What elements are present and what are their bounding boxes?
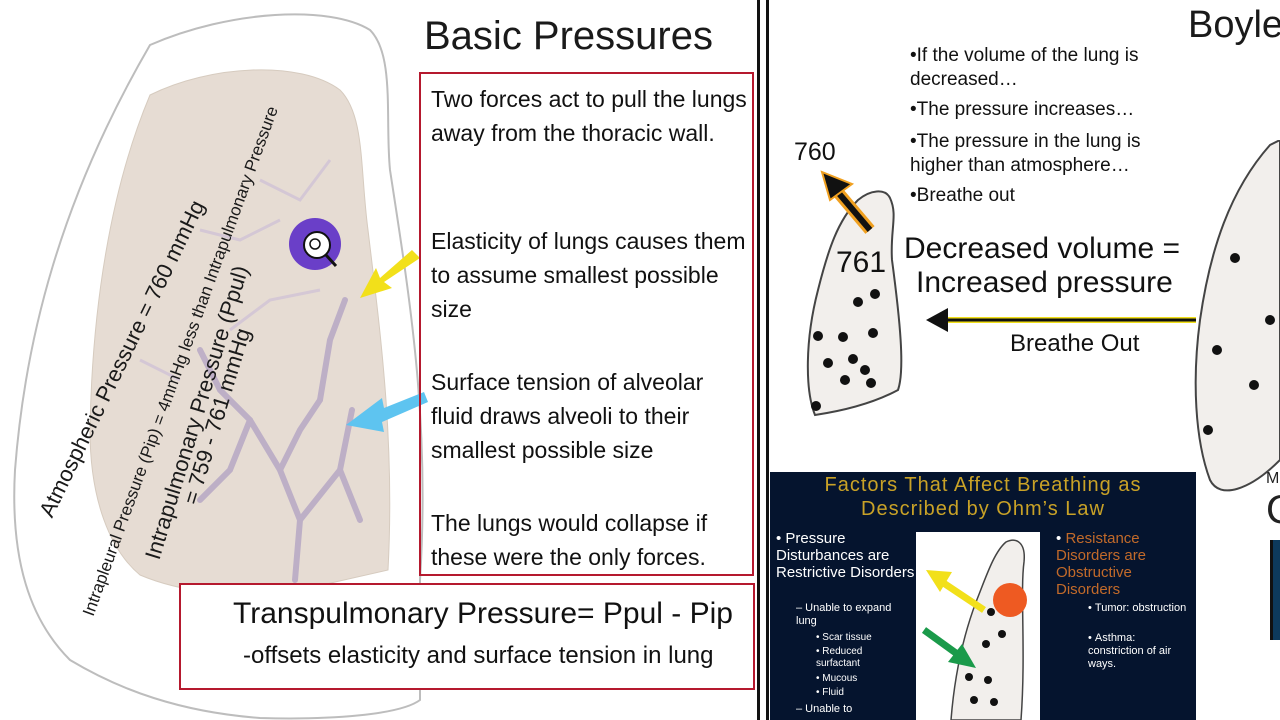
ohm-left-item-2: • Reduced surfactant (816, 646, 863, 669)
panel-divider-right (766, 0, 769, 720)
ohm-left-item-3: • Mucous (816, 673, 858, 684)
small-lung-dots (811, 289, 880, 411)
ohm-left-heading: • Pressure Disturbances are Restrictive … (776, 530, 915, 581)
forces-paragraph-2: Elasticity of lungs causes them to assum… (431, 228, 746, 322)
large-lung-dots (1203, 253, 1275, 435)
pressure-761-label: 761 (836, 246, 887, 279)
transpulmonary-panel (179, 583, 755, 690)
left-lung-diagram (13, 13, 428, 720)
forces-panel (419, 72, 754, 576)
ohm-left-sub-1: – Unable to expand lung (796, 602, 892, 627)
bullet-item-3: •The pressure in the lung is higher than… (910, 131, 1141, 176)
ohm-right-item-1: • Tumor: obstruction (1088, 602, 1187, 614)
exhale-arrow-head (820, 170, 855, 202)
pressure-760-label: 760 (794, 138, 836, 166)
ohms-law-inset: Factors That Affect Breathing as Describ… (770, 472, 1196, 720)
increased-pressure-text: Increased pressure (916, 266, 1173, 299)
yellow-arrow (360, 250, 420, 298)
ohm-right-heading: • Resistance Disorders are Obstructive D… (1056, 530, 1147, 598)
ohm-left-sub-2: – Unable to (796, 703, 853, 715)
panel-divider-left (757, 0, 760, 720)
breathe-out-label: Breathe Out (1010, 330, 1140, 357)
breathe-out-arrow-head (926, 308, 948, 332)
transpulmonary-note: -offsets elasticity and surface tension … (243, 642, 714, 669)
decreased-volume-text: Decreased volume = (904, 232, 1180, 265)
bullet-item-1: •If the volume of the lung is decreased… (910, 45, 1139, 90)
blue-arrow (346, 392, 428, 432)
bronchial-tree (197, 297, 363, 583)
ohm-title-line-1: Factors That Affect Breathing as (824, 474, 1142, 496)
bullet-item-2: •The pressure increases… (910, 99, 1135, 120)
edge-text-1: M (1266, 470, 1280, 487)
ohm-lung-figure (916, 532, 1040, 720)
ohm-left-item-4: • Fluid (816, 687, 844, 698)
ohm-title-line-2: Described by Ohm’s Law (861, 498, 1105, 520)
edge-text-2: C (1266, 488, 1280, 533)
large-lung-shape (1194, 140, 1280, 492)
page-title: Basic Pressures (424, 14, 713, 58)
forces-paragraph-3: Surface tension of alveolar fluid draws … (431, 369, 704, 463)
magnifier-cursor-icon (289, 218, 341, 270)
boyle-lung-diagram (806, 140, 1280, 492)
ohm-left-item-1: • Scar tissue (816, 632, 872, 643)
lung-shape (89, 69, 391, 595)
edge-device-fragment (1270, 540, 1280, 640)
transpulmonary-formula: Transpulmonary Pressure= Ppul - Pip (233, 597, 733, 630)
ohm-right-item-2: • Asthma: constriction of air ways. (1088, 632, 1172, 670)
vessel-lines (139, 159, 332, 382)
bullet-item-4: •Breathe out (910, 185, 1015, 206)
forces-paragraph-1: Two forces act to pull the lungs away fr… (431, 86, 747, 146)
forces-paragraph-4: The lungs would collapse if these were t… (431, 510, 708, 570)
boyle-title: Boyle (1188, 4, 1280, 46)
